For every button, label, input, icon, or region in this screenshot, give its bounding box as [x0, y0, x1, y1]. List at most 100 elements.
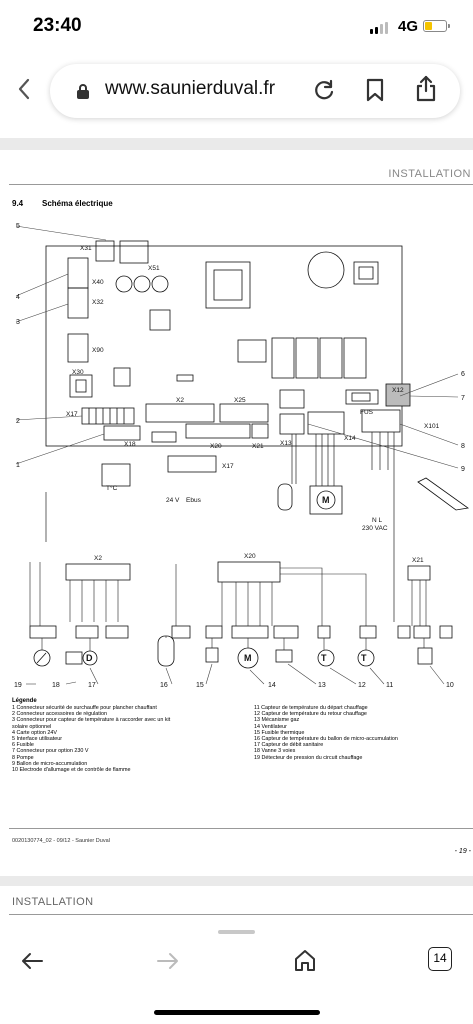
- label-x31: X31: [80, 245, 92, 252]
- svg-text:D: D: [86, 653, 93, 663]
- legend-right: 11 Capteur de température du départ chau…: [254, 705, 398, 761]
- callout-16: 16: [160, 682, 168, 689]
- label-24v: 24 V: [166, 497, 180, 504]
- callout-13: 13: [318, 682, 326, 689]
- callout-1: 1: [16, 462, 20, 469]
- wiring-diagram: X31 X51 X40 X32 X90 X30 X17 X18 X2 X25 X…: [14, 223, 470, 689]
- label-x90: X90: [92, 347, 104, 354]
- callout-19: 19: [14, 682, 22, 689]
- reload-icon[interactable]: [312, 78, 336, 102]
- legend-item: 15 Fusible thermique: [254, 729, 305, 736]
- label-x51: X51: [148, 265, 160, 272]
- label-x20-board: X20: [210, 443, 222, 450]
- toolbar-handle[interactable]: [218, 930, 255, 934]
- label-x2-board: X2: [176, 397, 184, 404]
- callout-5: 5: [16, 223, 20, 230]
- page-separator: [0, 138, 473, 150]
- nav-back-arrow-icon[interactable]: [20, 951, 44, 971]
- callout-17: 17: [88, 682, 96, 689]
- section-number: 9.4: [12, 199, 24, 208]
- label-x30: X30: [72, 369, 84, 376]
- footer-code: 0020130774_02 - 09/12 - Saunier Duval: [12, 838, 110, 844]
- page-header: INSTALLATION: [388, 168, 471, 180]
- callout-14: 14: [268, 682, 276, 689]
- browser-toolbar: [0, 936, 473, 1024]
- lock-icon: [77, 84, 89, 99]
- home-icon[interactable]: [294, 948, 316, 972]
- callout-6: 6: [461, 371, 465, 378]
- label-x101: X101: [424, 423, 440, 430]
- home-indicator[interactable]: [154, 1010, 320, 1015]
- label-tc: T°C: [106, 484, 118, 492]
- page-separator: [0, 876, 473, 886]
- legend-item: solaire optionnel: [12, 723, 52, 730]
- footer-rule: [9, 828, 473, 829]
- section-title-text: Schéma électrique: [42, 199, 113, 208]
- label-nl: N L: [372, 517, 383, 524]
- svg-text:M: M: [244, 653, 252, 663]
- label-x18: X18: [124, 441, 136, 448]
- legend-item: 11 Capteur de température du départ chau…: [254, 705, 368, 711]
- callout-12: 12: [358, 682, 366, 689]
- share-icon[interactable]: [414, 74, 438, 102]
- legend-item: 1 Connecteur sécurité de surchauffe pour…: [12, 705, 157, 711]
- callout-10: 10: [446, 682, 454, 689]
- label-x40: X40: [92, 279, 104, 286]
- svg-text:T: T: [321, 653, 327, 663]
- legend-item: 13 Mécanisme gaz: [254, 717, 300, 724]
- callout-8: 8: [461, 443, 465, 450]
- label-x14: X14: [344, 435, 356, 442]
- svg-text:M: M: [322, 495, 330, 505]
- back-chevron-icon[interactable]: [14, 76, 36, 102]
- legend-item: 10 Electrode d'allumage et de contrôle d…: [12, 767, 131, 774]
- section-title: 9.4 Schéma électrique: [12, 199, 113, 208]
- label-x32: X32: [92, 299, 104, 306]
- legend-title: Légende: [12, 698, 37, 704]
- status-time: 23:40: [33, 15, 82, 36]
- callout-2: 2: [16, 418, 20, 425]
- label-x21: X21: [412, 557, 424, 564]
- network-type: 4G: [398, 18, 419, 35]
- bookmark-icon[interactable]: [365, 78, 385, 102]
- callout-15: 15: [196, 682, 204, 689]
- legend-item: 4 Carte option 24V: [12, 729, 57, 736]
- label-fus: FUS: [360, 409, 374, 416]
- tabs-button[interactable]: 14: [428, 947, 452, 971]
- legend-item: 16 Capteur de température du ballon de m…: [254, 736, 398, 743]
- legend-item: 18 Vanne 3 voies: [254, 748, 296, 755]
- legend-item: 12 Capteur de température du retour chau…: [254, 711, 367, 718]
- battery-icon: [423, 20, 450, 32]
- next-header-rule: [9, 914, 473, 915]
- legend-item: 19 Détecteur de pression du circuit chau…: [254, 754, 363, 761]
- legend-item: 8 Pompe: [12, 754, 34, 761]
- callout-9: 9: [461, 466, 465, 473]
- browser-address-bar: [0, 58, 473, 128]
- label-x20: X20: [244, 553, 256, 560]
- legend-left: 1 Connecteur sécurité de surchauffe pour…: [12, 705, 170, 773]
- url-field[interactable]: [50, 64, 460, 118]
- label-x17: X17: [222, 463, 234, 470]
- legend-item: 3 Connecteur pour capteur de température…: [12, 717, 171, 724]
- url-text[interactable]: www.saunierduval.fr: [105, 78, 276, 99]
- signal-icon: [370, 22, 388, 34]
- label-x2: X2: [94, 555, 102, 562]
- label-x12: X12: [392, 387, 404, 394]
- label-x25: X25: [234, 397, 246, 404]
- status-bar: 23:40 4G: [0, 0, 473, 54]
- callout-3: 3: [16, 319, 20, 326]
- header-rule: [9, 184, 473, 185]
- callout-7: 7: [461, 395, 465, 402]
- label-x17-left: X17: [66, 411, 78, 418]
- legend-item: 6 Fusible: [12, 742, 34, 749]
- label-ebus: Ebus: [186, 497, 202, 504]
- legend-item: 14 Ventilateur: [254, 723, 287, 730]
- next-page-header: INSTALLATION: [12, 896, 94, 908]
- legend-item: 5 Interface utilisateur: [12, 736, 63, 743]
- nav-forward-arrow-icon[interactable]: [156, 951, 180, 971]
- legend-item: 9 Ballon de micro-accumulation: [12, 760, 88, 767]
- svg-text:T: T: [361, 653, 367, 663]
- legend-item: 7 Connecteur pour option 230 V: [12, 748, 89, 755]
- page-number: - 19 -: [454, 848, 471, 855]
- label-230vac: 230 VAC: [362, 525, 388, 532]
- callout-4: 4: [16, 294, 20, 301]
